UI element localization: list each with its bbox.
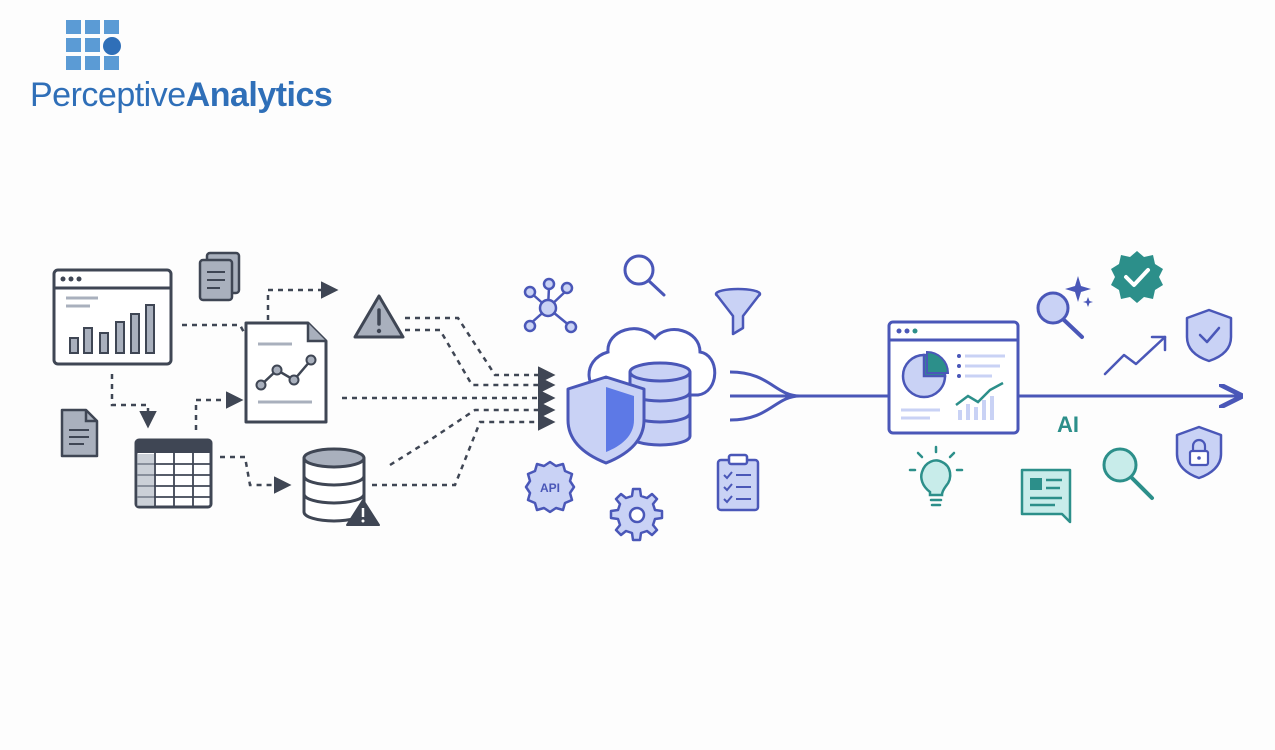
chat-card-icon (1020, 468, 1072, 524)
brand-name: PerceptiveAnalytics (30, 76, 333, 115)
filter-icon (714, 287, 762, 336)
warning-icon (353, 294, 405, 339)
search-sparkle-icon (1036, 276, 1093, 339)
dashed-connectors (110, 281, 556, 494)
report-icon (244, 321, 328, 424)
shield-lock-icon (1175, 425, 1223, 480)
brand-name-part2: Analytics (185, 76, 333, 114)
magnifier-icon (1102, 447, 1154, 500)
shield-database-cloud-icon (566, 327, 717, 465)
output-flow-lines (729, 370, 1238, 422)
database-warning-icon (302, 447, 380, 526)
checklist-icon (716, 453, 760, 512)
spreadsheet-icon (134, 438, 213, 509)
shield-check-icon (1185, 308, 1233, 363)
documents-icon (198, 251, 241, 302)
lightbulb-icon (908, 445, 964, 507)
brand-name-part1: Perceptive (30, 76, 186, 114)
logo-grid-icon (66, 20, 121, 70)
api-label: API (540, 481, 560, 495)
trend-arrow-icon (1103, 335, 1167, 376)
search-icon (623, 254, 666, 297)
network-icon (523, 277, 578, 334)
bar-chart-window-icon (52, 268, 173, 366)
document-icon (60, 408, 99, 458)
ai-label: AI (1057, 412, 1079, 437)
brand-logo: PerceptiveAnalytics (30, 18, 333, 128)
dashboard-window-icon (887, 320, 1020, 435)
gear-icon (609, 487, 664, 542)
api-gear-icon: API (524, 460, 576, 514)
verified-badge-icon (1111, 251, 1163, 303)
